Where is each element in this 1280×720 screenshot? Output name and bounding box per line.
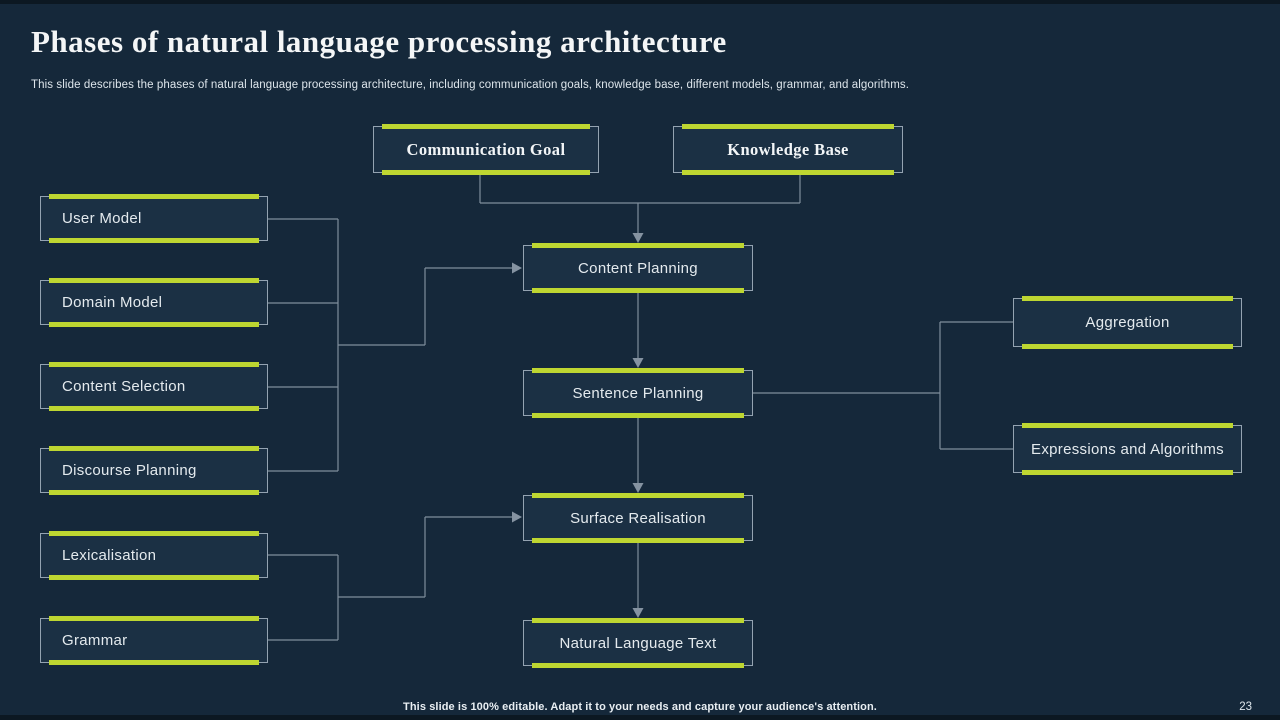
accent-bar-top (532, 368, 744, 373)
node-lexicalisation[interactable]: Lexicalisation (40, 531, 268, 580)
accent-bar-top (382, 124, 590, 129)
accent-bar-top (682, 124, 894, 129)
node-label: Aggregation (1085, 314, 1170, 331)
node-label: Natural Language Text (559, 634, 717, 652)
accent-bar-bottom (532, 288, 744, 293)
footer-note: This slide is 100% editable. Adapt it to… (403, 701, 877, 713)
page-title: Phases of natural language processing ar… (31, 24, 727, 59)
accent-bar-top (49, 278, 259, 283)
accent-bar-top (532, 243, 744, 248)
node-content-planning[interactable]: Content Planning (523, 243, 753, 293)
accent-bar-top (49, 446, 259, 451)
node-label: Sentence Planning (572, 384, 704, 402)
accent-bar-bottom (1022, 470, 1233, 475)
node-label: Discourse Planning (62, 462, 197, 479)
page-number: 23 (1239, 701, 1252, 713)
accent-bar-top (532, 618, 744, 623)
node-label: Grammar (62, 632, 128, 649)
accent-bar-bottom (1022, 344, 1233, 349)
node-label: Lexicalisation (62, 547, 157, 564)
page-subtitle: This slide describes the phases of natur… (31, 79, 910, 91)
node-label: Surface Realisation (570, 509, 706, 527)
node-content-selection[interactable]: Content Selection (40, 362, 268, 411)
accent-bar-bottom (532, 538, 744, 543)
accent-bar-bottom (49, 490, 259, 495)
node-natural-language-text[interactable]: Natural Language Text (523, 618, 753, 668)
node-knowledge-base[interactable]: Knowledge Base (673, 124, 903, 175)
accent-bar-top (1022, 423, 1233, 428)
node-label: Content Planning (578, 259, 698, 277)
node-domain-model[interactable]: Domain Model (40, 278, 268, 327)
accent-bar-top (49, 362, 259, 367)
accent-bar-bottom (49, 406, 259, 411)
node-discourse-planning[interactable]: Discourse Planning (40, 446, 268, 495)
accent-bar-top (1022, 296, 1233, 301)
bottom-edge-strip (0, 715, 1280, 720)
accent-bar-bottom (532, 663, 744, 668)
node-sentence-planning[interactable]: Sentence Planning (523, 368, 753, 418)
node-communication-goal[interactable]: Communication Goal (373, 124, 599, 175)
accent-bar-top (49, 194, 259, 199)
node-expressions-and-algorithms[interactable]: Expressions and Algorithms (1013, 423, 1242, 475)
accent-bar-bottom (532, 413, 744, 418)
node-grammar[interactable]: Grammar (40, 616, 268, 665)
node-surface-realisation[interactable]: Surface Realisation (523, 493, 753, 543)
accent-bar-bottom (49, 322, 259, 327)
accent-bar-bottom (49, 660, 259, 665)
node-aggregation[interactable]: Aggregation (1013, 296, 1242, 349)
node-label: Content Selection (62, 378, 186, 395)
accent-bar-top (49, 531, 259, 536)
accent-bar-bottom (382, 170, 590, 175)
node-user-model[interactable]: User Model (40, 194, 268, 243)
top-edge-strip (0, 0, 1280, 4)
node-label: Expressions and Algorithms (1031, 440, 1224, 458)
accent-bar-top (49, 616, 259, 621)
node-label: Communication Goal (406, 139, 566, 159)
node-label: User Model (62, 210, 142, 227)
accent-bar-top (532, 493, 744, 498)
node-label: Knowledge Base (727, 139, 849, 159)
accent-bar-bottom (49, 238, 259, 243)
node-label: Domain Model (62, 294, 163, 311)
accent-bar-bottom (49, 575, 259, 580)
accent-bar-bottom (682, 170, 894, 175)
